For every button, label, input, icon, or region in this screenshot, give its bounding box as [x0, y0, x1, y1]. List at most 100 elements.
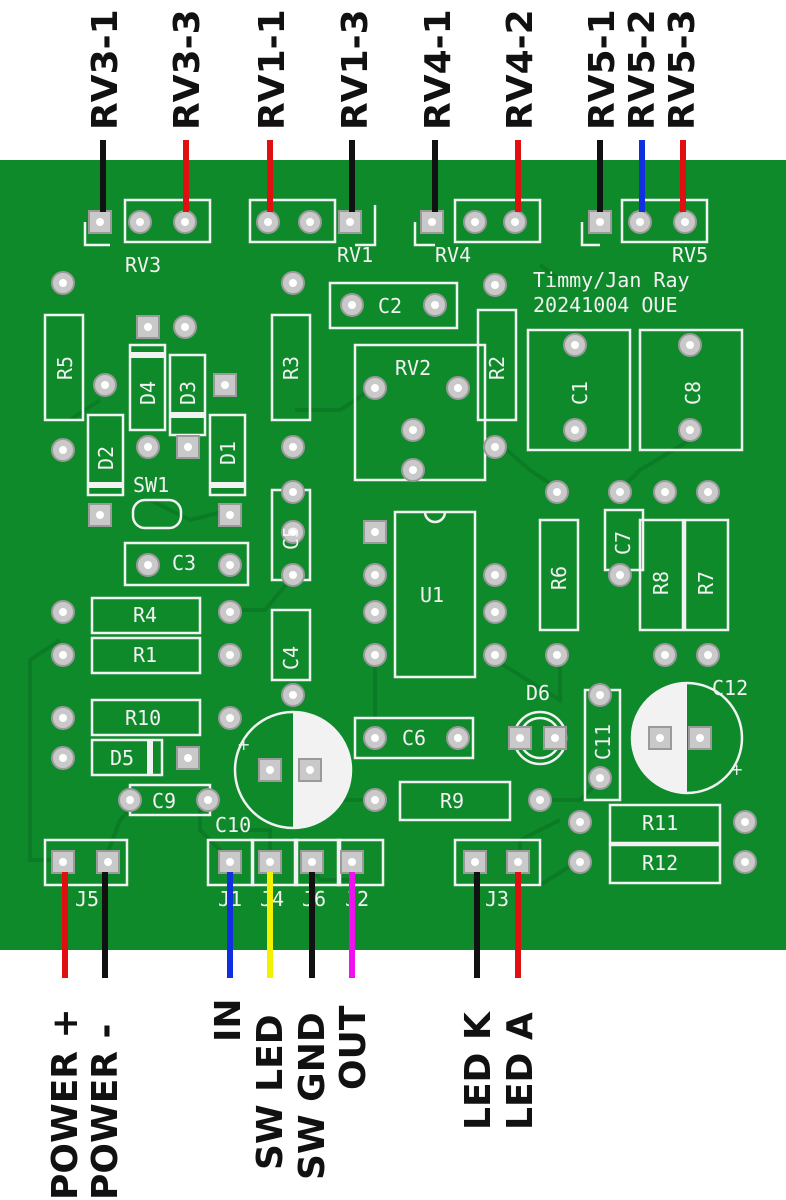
refdes-c6: C6	[402, 726, 426, 750]
pad-hole	[514, 858, 522, 866]
pad-hole	[221, 381, 229, 389]
refdes-c1: C1	[568, 381, 592, 405]
pad-hole	[656, 734, 664, 742]
refdes-c5: C5	[279, 526, 303, 550]
pad-hole	[428, 218, 436, 226]
refdes-r6: R6	[547, 566, 571, 590]
refdes-r4: R4	[133, 603, 157, 627]
pad-hole	[409, 426, 417, 434]
refdes-r7: R7	[694, 571, 718, 595]
label-rv1-3: RV1-3	[335, 9, 376, 130]
refdes-labels: RV3 RV1 RV4 RV5 C2 RV2 C3 SW1 U1 R4 R1 R…	[53, 243, 748, 911]
pad-hole	[306, 218, 314, 226]
pad-hole	[661, 488, 669, 496]
label-power-minus: POWER -	[85, 1023, 126, 1200]
pad-hole	[181, 323, 189, 331]
pad-hole	[266, 858, 274, 866]
refdes-c7: C7	[611, 531, 635, 555]
pad-hole	[346, 218, 354, 226]
pad-hole	[136, 218, 144, 226]
pad-hole	[289, 691, 297, 699]
pad-hole	[266, 766, 274, 774]
pad-hole	[59, 446, 67, 454]
c10-plus-sign: +	[237, 735, 250, 754]
pad-hole	[681, 218, 689, 226]
refdes-c2: C2	[378, 294, 402, 318]
label-led-k: LED K	[458, 1012, 499, 1130]
pad-hole	[371, 796, 379, 804]
pad-hole	[491, 443, 499, 451]
refdes-j5: J5	[75, 887, 99, 911]
pad-hole	[491, 281, 499, 289]
refdes-r11: R11	[642, 811, 678, 835]
refdes-r8: R8	[649, 571, 673, 595]
refdes-j3: J3	[485, 887, 509, 911]
pad-hole	[596, 774, 604, 782]
pad-hole	[226, 608, 234, 616]
pad-hole	[576, 858, 584, 866]
label-rv4-2: RV4-2	[500, 9, 541, 130]
label-rv5-3: RV5-3	[662, 9, 703, 130]
pad-hole	[686, 341, 694, 349]
label-sw-gnd: SW GND	[292, 1012, 333, 1180]
pad-hole	[348, 858, 356, 866]
label-rv1-1: RV1-1	[252, 9, 293, 130]
refdes-c3: C3	[172, 551, 196, 575]
pad-hole	[264, 218, 272, 226]
pad-hole	[59, 858, 67, 866]
refdes-r12: R12	[642, 851, 678, 875]
pad-hole	[696, 734, 704, 742]
label-out: OUT	[333, 1005, 374, 1090]
pad-hole	[409, 466, 417, 474]
pad-hole	[576, 818, 584, 826]
pad-hole	[371, 528, 379, 536]
pad-hole	[511, 218, 519, 226]
pad-hole	[551, 734, 559, 742]
pad-hole	[491, 651, 499, 659]
refdes-d4: D4	[136, 381, 160, 405]
refdes-rv2: RV2	[395, 356, 431, 380]
pad-hole	[596, 691, 604, 699]
refdes-c4: C4	[279, 646, 303, 670]
refdes-d2: D2	[94, 446, 118, 470]
refdes-d3: D3	[176, 381, 200, 405]
pad-hole	[289, 279, 297, 287]
pad-hole	[454, 384, 462, 392]
refdes-c10: C10	[215, 813, 251, 837]
pad-hole	[101, 381, 109, 389]
pad-hole	[226, 561, 234, 569]
pad-hole	[226, 511, 234, 519]
pads	[51, 210, 757, 874]
pad-hole	[553, 488, 561, 496]
pad-hole	[126, 796, 134, 804]
label-in: IN	[208, 998, 249, 1042]
pad-hole	[59, 279, 67, 287]
pad-hole	[144, 561, 152, 569]
pad-hole	[96, 511, 104, 519]
label-led-a: LED A	[500, 1012, 541, 1130]
pad-hole	[661, 651, 669, 659]
pad-hole	[616, 571, 624, 579]
pad-hole	[96, 218, 104, 226]
credit-line-1: Timmy/Jan Ray	[533, 268, 690, 292]
refdes-j2: J2	[345, 887, 369, 911]
pad-hole	[181, 218, 189, 226]
refdes-r2: R2	[485, 356, 509, 380]
refdes-d6: D6	[526, 681, 550, 705]
credit-line-2: 20241004 OUE	[533, 293, 678, 317]
refdes-r3: R3	[279, 356, 303, 380]
refdes-c8: C8	[681, 381, 705, 405]
pad-hole	[308, 858, 316, 866]
pad-hole	[144, 323, 152, 331]
pad-hole	[553, 651, 561, 659]
pad-hole	[289, 488, 297, 496]
pad-hole	[348, 301, 356, 309]
pad-hole	[289, 571, 297, 579]
pad-hole	[306, 766, 314, 774]
pad-hole	[371, 608, 379, 616]
pad-hole	[371, 734, 379, 742]
pad-hole	[704, 651, 712, 659]
pad-hole	[289, 443, 297, 451]
pad-hole	[431, 301, 439, 309]
pad-hole	[226, 714, 234, 722]
